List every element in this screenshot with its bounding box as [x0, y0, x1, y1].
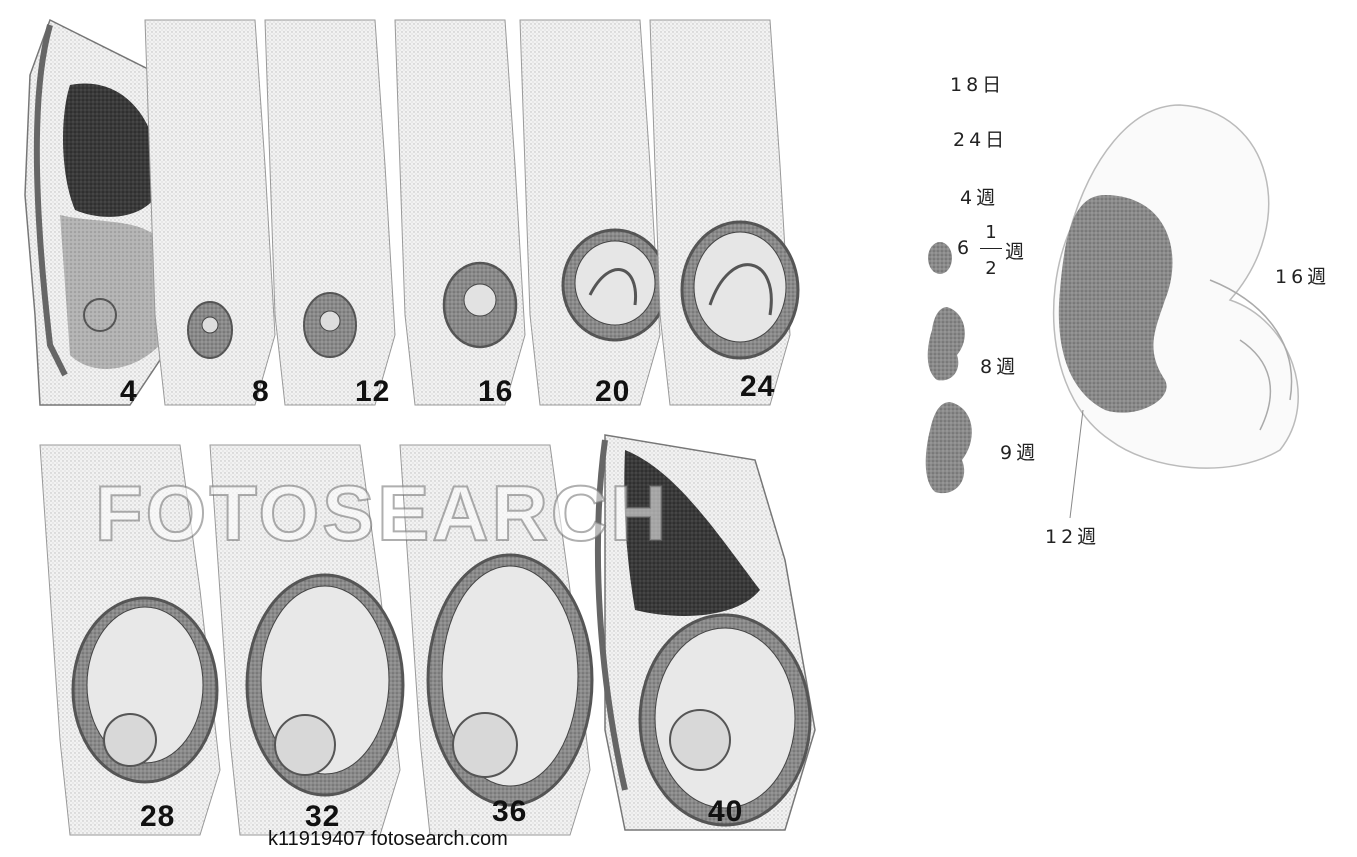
week-label-40: 40	[708, 795, 743, 829]
embryo-12w-pointer	[1068, 410, 1088, 520]
pregnancy-panel-week-24	[640, 15, 800, 410]
fraction-bar	[980, 248, 1002, 249]
stage-label-16-weeks: 16週	[1275, 262, 1330, 289]
stage-label-4-weeks: 4週	[960, 183, 999, 210]
image-credit: k11919407 fotosearch.com	[268, 828, 508, 851]
week-label-20: 20	[595, 375, 630, 409]
stage-label-8-weeks: 8週	[980, 352, 1019, 379]
stage-label-12-weeks: 12週	[1045, 522, 1100, 549]
week-label-36: 36	[492, 795, 527, 829]
stage-label-24-days: 24日	[953, 125, 1008, 152]
embryo-6-5w-figure	[925, 238, 955, 278]
week-label-16: 16	[478, 375, 513, 409]
watermark-text: FOTOSEARCH	[95, 468, 670, 559]
stage-label-6-weeks-unit: 週	[1005, 237, 1028, 264]
week-label-24: 24	[740, 370, 775, 404]
stage-label-9-weeks: 9週	[1000, 438, 1039, 465]
embryo-9w-figure	[920, 400, 980, 500]
stage-label-6-weeks-denominator: 2	[980, 258, 1002, 279]
embryo-12w-figure	[1045, 190, 1205, 430]
embryo-8w-figure	[922, 305, 972, 385]
week-label-28: 28	[140, 800, 175, 834]
stage-label-6-weeks-numerator: 1	[980, 222, 1002, 243]
stage-label-18-days: 18日	[950, 70, 1005, 97]
pregnancy-panel-week-12	[255, 15, 405, 410]
stage-label-6-weeks-whole: 6	[957, 237, 973, 259]
